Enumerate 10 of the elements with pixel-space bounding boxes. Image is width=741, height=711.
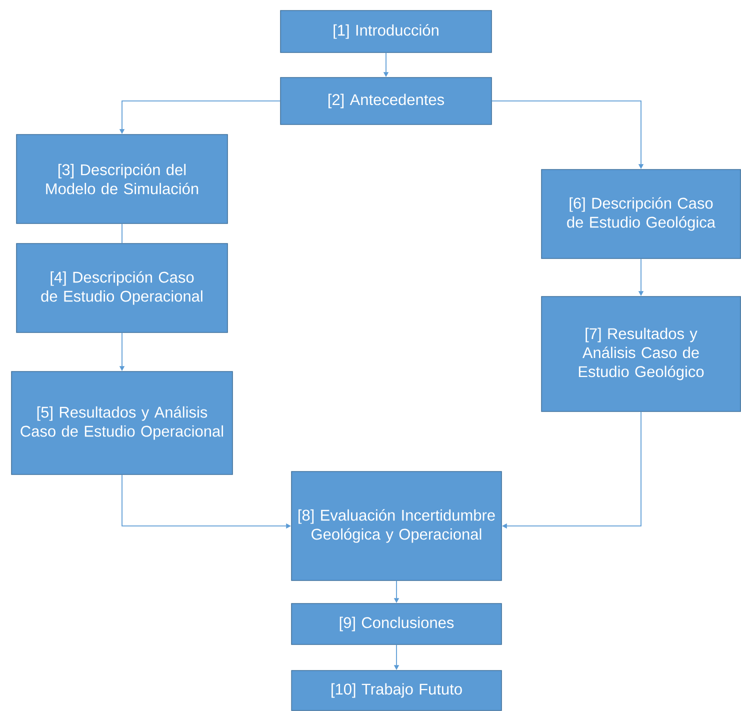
process-box: [6] Descripción Caso de Estudio Geológica xyxy=(541,169,741,259)
process-box: [2] Antecedentes xyxy=(280,77,492,125)
process-box: [4] Descripción Caso de Estudio Operacional xyxy=(16,243,228,333)
process-box: [9] Conclusiones xyxy=(291,603,502,645)
process-box: [8] Evaluación Incertidumbre Geológica y Operacional xyxy=(291,471,502,581)
process-box: [7] Resultados y Análisis Caso de Estudio Geológico xyxy=(541,296,741,412)
process-box: [10] Trabajo Fututo xyxy=(291,670,502,711)
process-box: [5] Resultados y Análisis Caso de Estudio Operacional xyxy=(11,371,233,475)
process-box: [1] Introducción xyxy=(280,10,492,53)
process-box: [3] Descripción del Modelo de Simulación xyxy=(16,134,228,224)
